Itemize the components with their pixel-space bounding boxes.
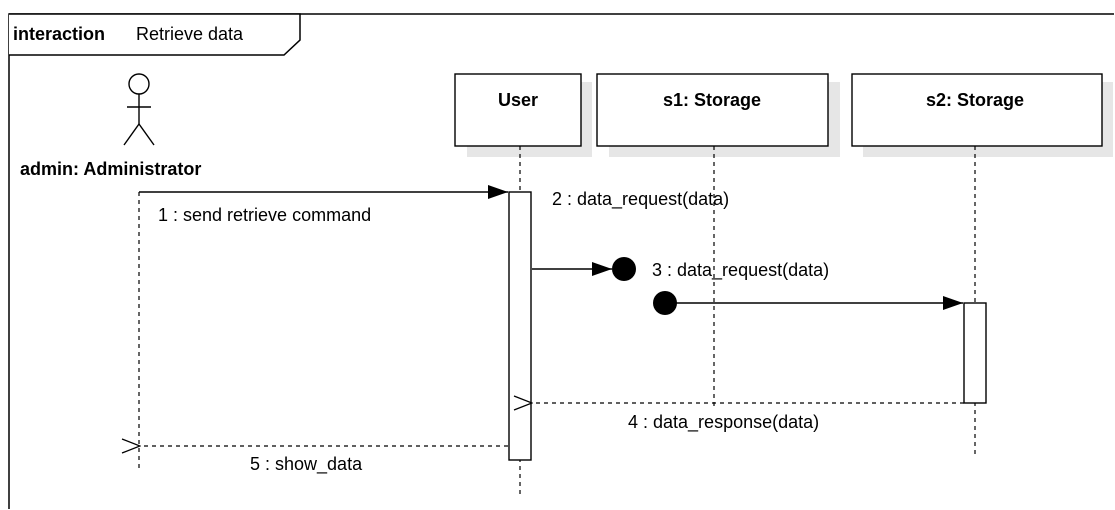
message-5-label: 5 : show_data: [250, 454, 363, 475]
message-3[interactable]: 3 : data_request(data): [652, 260, 963, 315]
message-4[interactable]: 4 : data_response(data): [532, 403, 964, 433]
lifeline-s1-storage[interactable]: s1: Storage: [596, 73, 840, 157]
message-1[interactable]: 1 : send retrieve command: [139, 185, 508, 225]
stick-figure-icon: [123, 73, 155, 146]
lifeline-s2-label: s2: Storage: [926, 90, 1024, 110]
message-4-label: 4 : data_response(data): [628, 412, 819, 433]
actor-administrator[interactable]: admin: Administrator: [20, 73, 201, 179]
message-1-label: 1 : send retrieve command: [158, 205, 371, 225]
s2-activation-bar: [963, 302, 987, 404]
frame-keyword: interaction: [13, 24, 105, 44]
message-2-label: 2 : data_request(data): [552, 189, 729, 210]
user-activation-bar: [508, 191, 532, 461]
message-5[interactable]: 5 : show_data: [140, 446, 508, 475]
lifeline-s2-storage[interactable]: s2: Storage: [851, 73, 1113, 157]
lifeline-user[interactable]: User: [454, 73, 592, 157]
lifeline-s1-label: s1: Storage: [663, 90, 761, 110]
message-2[interactable]: 2 : data_request(data): [532, 189, 729, 281]
lost-message-endpoint-icon: [612, 257, 636, 281]
frame-title: Retrieve data: [136, 24, 244, 44]
lifeline-user-label: User: [498, 90, 538, 110]
actor-label: admin: Administrator: [20, 159, 201, 179]
message-3-label: 3 : data_request(data): [652, 260, 829, 281]
interaction-frame: interaction Retrieve data: [8, 13, 1114, 509]
